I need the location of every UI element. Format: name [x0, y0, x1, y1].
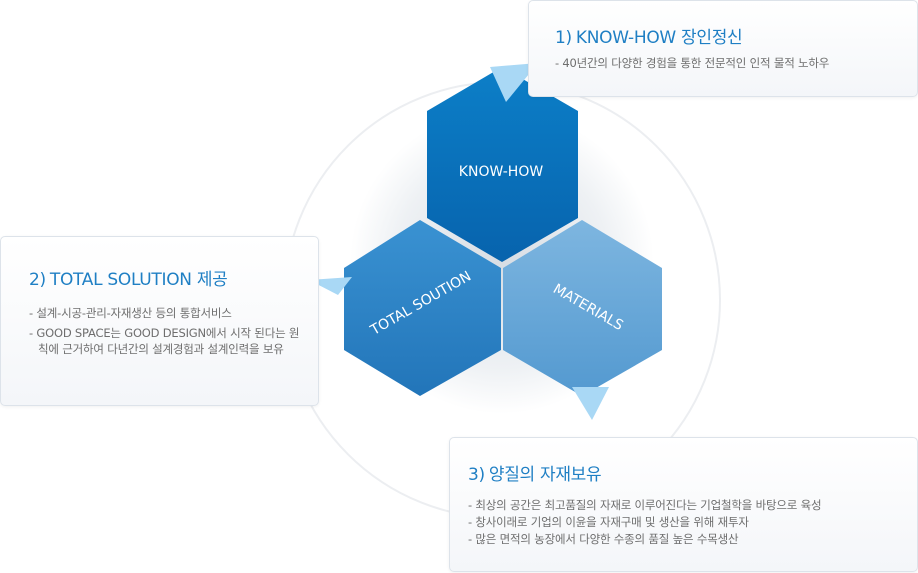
materials-number: 3): [468, 465, 485, 485]
materials-title-text: 양질의 자재보유: [488, 465, 602, 485]
arrow-to-box2: [309, 277, 352, 295]
arrow-to-box3: [572, 387, 609, 420]
materials-title: 3)양질의 자재보유: [468, 460, 602, 485]
knowhow-title-text: KNOW-HOW 장인정신: [575, 28, 743, 48]
list-item: 창사이래로 기업의 이윤을 자재구매 및 생산을 위해 재투자: [468, 514, 907, 531]
knowhow-number: 1): [555, 28, 572, 48]
list-item: 설계-시공-관리-자재생산 등의 통합서비스: [29, 305, 306, 321]
arrow-to-box1: [490, 63, 538, 102]
list-item: 최상의 공간은 최고품질의 자재로 이루어진다는 기업철학을 바탕으로 육성: [468, 497, 907, 514]
list-item: 많은 면적의 농장에서 다양한 수종의 품질 높은 수목생산: [468, 531, 907, 548]
total-solution-list: 설계-시공-관리-자재생산 등의 통합서비스 GOOD SPACE는 GOOD …: [29, 305, 306, 361]
total-solution-title: 2)TOTAL SOLUTION 제공: [29, 265, 228, 290]
total-solution-number: 2): [29, 270, 46, 290]
hexagon-knowhow-label: KNOW-HOW: [459, 164, 544, 180]
list-item: GOOD SPACE는 GOOD DESIGN에서 시작 된다는 원칙에 근거하…: [29, 325, 306, 357]
knowhow-list: 40년간의 다양한 경험을 통한 전문적인 인적 물적 노하우: [555, 55, 907, 72]
list-item: 40년간의 다양한 경험을 통한 전문적인 인적 물적 노하우: [555, 55, 907, 72]
hexagon-total-solution: [344, 220, 501, 396]
hexagon-materials: [503, 220, 662, 396]
hexagon-knowhow: [427, 67, 578, 262]
total-solution-title-text: TOTAL SOLUTION 제공: [49, 270, 228, 290]
total-solution-info-box: 2)TOTAL SOLUTION 제공 설계-시공-관리-자재생산 등의 통합서…: [0, 236, 319, 406]
materials-list: 최상의 공간은 최고품질의 자재로 이루어진다는 기업철학을 바탕으로 육성 창…: [468, 497, 907, 548]
knowhow-info-box: 1)KNOW-HOW 장인정신 40년간의 다양한 경험을 통한 전문적인 인적…: [528, 0, 918, 97]
knowhow-title: 1)KNOW-HOW 장인정신: [555, 23, 743, 48]
materials-info-box: 3)양질의 자재보유 최상의 공간은 최고품질의 자재로 이루어진다는 기업철학…: [449, 437, 918, 572]
